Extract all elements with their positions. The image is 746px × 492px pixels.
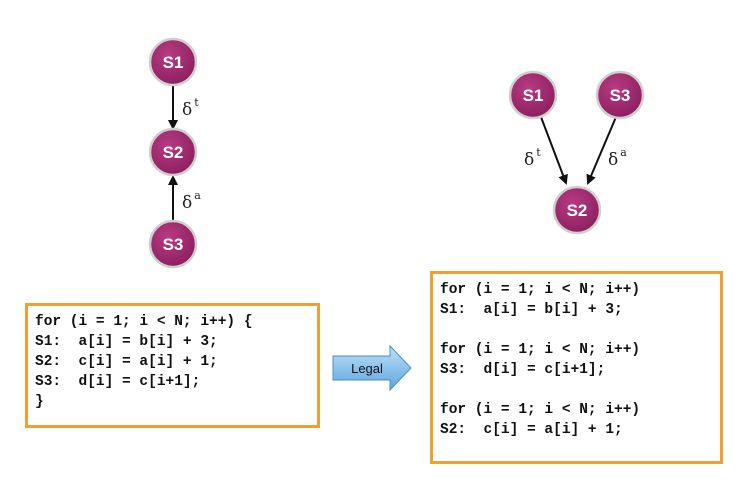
right-edge-s1-s2 <box>540 116 568 185</box>
code-line: S3: d[i] = c[i+1]; <box>35 374 201 390</box>
code-line: S1: a[i] = b[i] + 3; <box>35 334 218 350</box>
svg-text:S2: S2 <box>567 201 588 220</box>
left-node-s3: S3 <box>148 219 198 269</box>
code-line: for (i = 1; i < N; i++) <box>440 282 641 298</box>
code-line <box>440 320 713 340</box>
legal-arrow-shape <box>332 345 412 391</box>
distributed-loop-code: for (i = 1; i < N; i++) S1: a[i] = b[i] … <box>430 271 723 464</box>
svg-text:S2: S2 <box>163 143 184 162</box>
code-line: S3: d[i] = c[i+1]; <box>440 362 606 378</box>
right-node-s1: S1 <box>508 70 558 120</box>
svg-text:S1: S1 <box>523 86 544 105</box>
code-line: for (i = 1; i < N; i++) { <box>35 314 253 330</box>
right-node-s2: S2 <box>552 185 602 235</box>
original-loop-code: for (i = 1; i < N; i++) { S1: a[i] = b[i… <box>25 303 320 428</box>
code-line: } <box>35 394 44 410</box>
code-line: S2: c[i] = a[i] + 1; <box>35 354 218 370</box>
left-node-s1: S1 <box>148 37 198 87</box>
code-line: for (i = 1; i < N; i++) <box>440 402 641 418</box>
code-line: for (i = 1; i < N; i++) <box>440 342 641 358</box>
svg-text:S3: S3 <box>163 235 184 254</box>
code-line <box>440 380 713 400</box>
svg-text:S3: S3 <box>610 86 631 105</box>
code-line: S2: c[i] = a[i] + 1; <box>440 422 623 438</box>
legal-label: Legal <box>351 360 383 376</box>
svg-text:S1: S1 <box>163 53 184 72</box>
right-node-s3: S3 <box>595 70 645 120</box>
code-line: S1: a[i] = b[i] + 3; <box>440 302 623 318</box>
right-edge-s3-s2 <box>586 116 617 185</box>
left-node-s2: S2 <box>148 127 198 177</box>
